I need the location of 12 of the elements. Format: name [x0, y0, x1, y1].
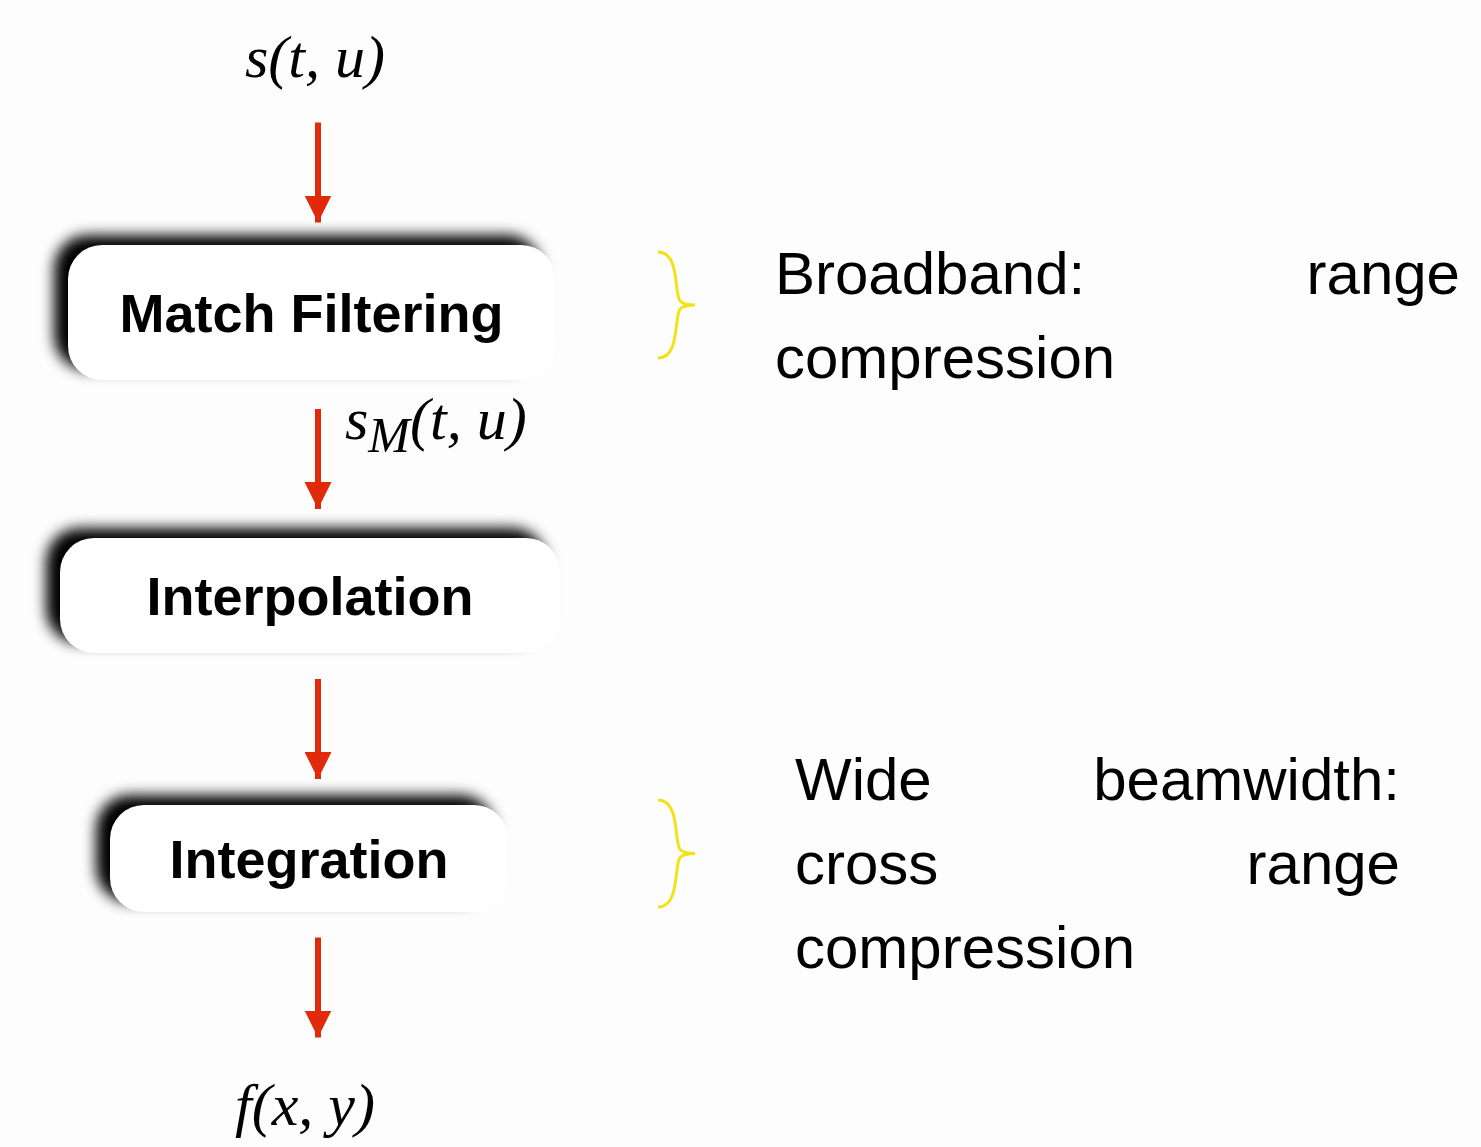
arrow: [304, 937, 332, 1038]
process-box: Match Filtering: [68, 245, 555, 380]
process-box: Interpolation: [60, 538, 560, 653]
math-expression: s(t, u): [245, 23, 385, 92]
arrow: [304, 679, 332, 779]
math-expression: f(x, y): [235, 1070, 375, 1140]
edge-label: s$_{M}$(t, u): [345, 385, 527, 464]
process-box: Integration: [110, 805, 508, 912]
annotation-text: Broadband: range compression: [775, 239, 1460, 393]
arrow: [304, 409, 332, 509]
annotation-text: Wide beamwidth: cross range compression: [795, 745, 1400, 983]
arrow: [304, 122, 332, 223]
